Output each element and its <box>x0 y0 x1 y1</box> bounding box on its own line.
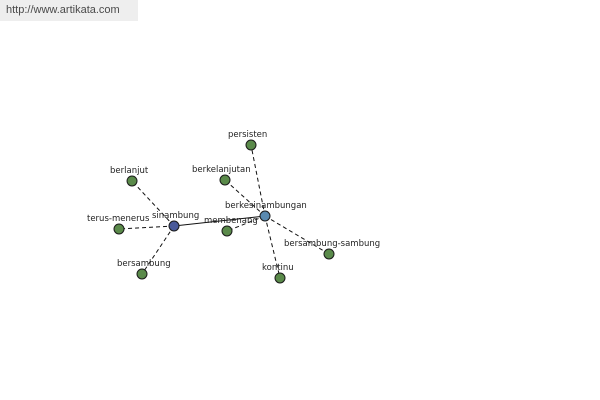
node-circle-berlanjut[interactable] <box>126 175 138 187</box>
node-circle-sinambung[interactable] <box>168 220 180 232</box>
node-label-berkesinambungan[interactable]: berkesinambungan <box>225 201 307 211</box>
node-circle-membenang[interactable] <box>221 225 233 237</box>
edge-sinambung-berlanjut <box>131 180 175 227</box>
node-label-bersambung[interactable]: bersambung <box>117 259 171 269</box>
edge-berkesinambungan-bersambung-sambung <box>264 215 330 255</box>
node-berlanjut[interactable]: berlanjut <box>110 166 149 187</box>
node-circle-berkesinambungan[interactable] <box>259 210 271 222</box>
node-circle-bersambung[interactable] <box>136 268 148 280</box>
node-label-persisten[interactable]: persisten <box>228 130 267 140</box>
node-label-berkelanjutan[interactable]: berkelanjutan <box>192 165 251 175</box>
edge-sinambung-bersambung <box>141 225 175 275</box>
node-label-bersambung-sambung[interactable]: bersambung-sambung <box>284 239 380 249</box>
node-membenang[interactable]: membenang <box>204 216 258 237</box>
edge-sinambung-terus-menerus <box>118 225 175 230</box>
node-persisten[interactable]: persisten <box>228 130 267 151</box>
edge-berkesinambungan-berkelanjutan <box>224 179 266 217</box>
node-circle-persisten[interactable] <box>245 139 257 151</box>
edge-sinambung-berkesinambungan <box>173 215 266 227</box>
node-circle-berkelanjutan[interactable] <box>219 174 231 186</box>
watermark-url[interactable]: http://www.artikata.com <box>0 0 138 21</box>
node-circle-terus-menerus[interactable] <box>113 223 125 235</box>
edges-layer <box>118 144 330 279</box>
node-terus-menerus[interactable]: terus-menerus <box>87 214 150 235</box>
node-circle-kontinu[interactable] <box>274 272 286 284</box>
node-label-terus-menerus[interactable]: terus-menerus <box>87 214 150 224</box>
node-label-sinambung[interactable]: sinambung <box>152 211 199 221</box>
edge-berkesinambungan-persisten <box>250 144 266 217</box>
node-sinambung[interactable]: sinambung <box>152 211 199 232</box>
node-kontinu[interactable]: kontinu <box>262 263 294 284</box>
node-bersambung[interactable]: bersambung <box>117 259 171 280</box>
node-label-membenang[interactable]: membenang <box>204 216 258 226</box>
node-bersambung-sambung[interactable]: bersambung-sambung <box>284 239 380 260</box>
node-circle-bersambung-sambung[interactable] <box>323 248 335 260</box>
node-label-kontinu[interactable]: kontinu <box>262 263 294 273</box>
nodes-layer: sinambung berkesinambungan persisten berlan… <box>87 130 380 284</box>
node-berkelanjutan[interactable]: berkelanjutan <box>192 165 251 186</box>
node-label-berlanjut[interactable]: berlanjut <box>110 166 149 176</box>
edge-berkesinambungan-kontinu <box>264 215 281 279</box>
node-berkesinambungan[interactable]: berkesinambungan <box>225 201 307 222</box>
